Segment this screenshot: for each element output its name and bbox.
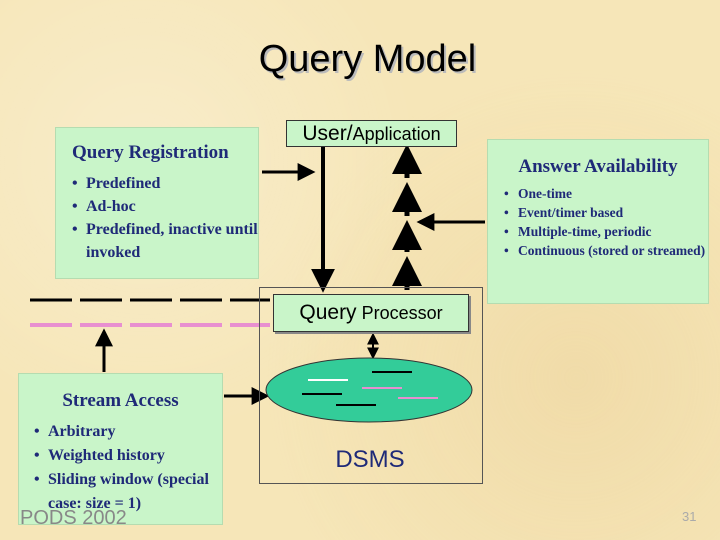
query-processor-label-part2: Processor <box>361 303 443 323</box>
query-processor-box: Query Processor <box>273 294 469 332</box>
answer-availability-heading: Answer Availability <box>518 156 678 177</box>
stream-store-dashes <box>302 371 438 406</box>
list-item: Predefined, inactive until invoked <box>72 218 258 264</box>
stream-access-panel: Stream Access Arbitrary Weighted history… <box>18 373 223 525</box>
list-item: Sliding window (special case: size = 1) <box>34 468 222 516</box>
list-item: Ad-hoc <box>72 195 258 218</box>
list-item: Multiple-time, periodic <box>504 222 708 241</box>
list-item: One-time <box>504 184 708 203</box>
answer-availability-list: One-time Event/timer based Multiple-time… <box>488 184 708 260</box>
stream-access-heading: Stream Access <box>62 390 179 411</box>
user-application-box: User/Application <box>286 120 457 147</box>
list-item: Continuous (stored or streamed) <box>504 241 708 260</box>
dsms-frame <box>259 287 483 484</box>
user-application-label-part1: User/ <box>302 122 353 145</box>
user-application-label-part2: Application <box>352 124 441 144</box>
page-number: 31 <box>682 509 697 524</box>
footer-text: PODS 2002 <box>20 507 127 529</box>
dsms-label: DSMS <box>335 446 405 473</box>
query-registration-panel: Query Registration Predefined Ad-hoc Pre… <box>55 127 259 279</box>
answer-availability-panel: Answer Availability One-time Event/timer… <box>487 139 709 304</box>
query-registration-heading: Query Registration <box>72 142 229 163</box>
list-item: Weighted history <box>34 444 222 468</box>
query-processor-label-part1: Query <box>299 301 357 324</box>
list-item: Predefined <box>72 172 258 195</box>
list-item: Arbitrary <box>34 420 222 444</box>
list-item: Event/timer based <box>504 203 708 222</box>
stream-access-list: Arbitrary Weighted history Sliding windo… <box>19 420 222 516</box>
stream-store-ellipse <box>265 357 473 423</box>
slide-title: Query Model <box>258 38 477 80</box>
query-registration-list: Predefined Ad-hoc Predefined, inactive u… <box>56 172 258 264</box>
